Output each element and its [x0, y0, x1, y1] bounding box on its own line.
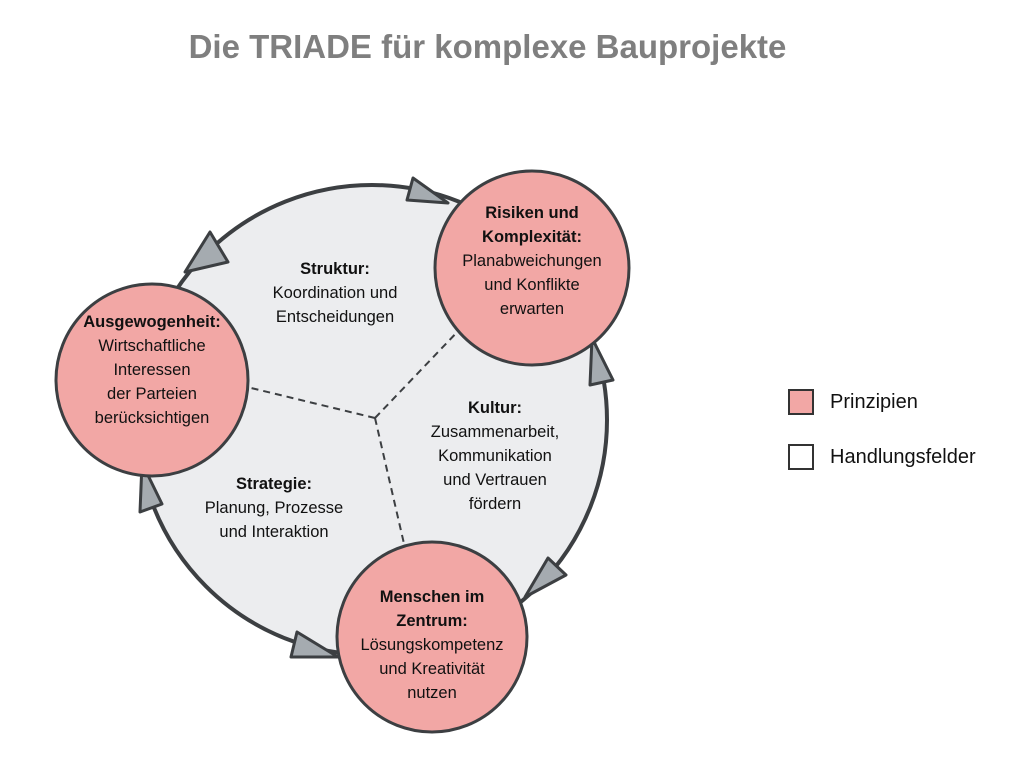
- divider-line: [246, 386, 376, 419]
- arrowhead-icon: [588, 336, 615, 387]
- legend-label: Handlungsfelder: [830, 445, 976, 468]
- diagram-title: Die TRIADE für komplexe Bauprojekte: [188, 28, 787, 65]
- legend-item-principles: Prinzipien: [788, 389, 918, 415]
- principle-circle-balance: [54, 282, 250, 478]
- principle-circle-people: [335, 540, 529, 734]
- legend-swatch-principles: [788, 389, 814, 415]
- arrowhead-icon: [405, 176, 450, 205]
- legend-label: Prinzipien: [830, 390, 918, 413]
- arrowhead-icon: [183, 230, 230, 274]
- divider-line: [374, 417, 406, 549]
- principle-circle-risk: [433, 169, 631, 367]
- arrowhead-icon: [289, 630, 340, 659]
- divider-line: [374, 326, 463, 419]
- legend-swatch-fields: [788, 444, 814, 470]
- principle-risk-text: Risiken und Komplexität: Planabweichunge…: [462, 204, 602, 318]
- arrowhead-icon: [523, 556, 568, 599]
- legend-item-fields: Handlungsfelder: [788, 444, 976, 470]
